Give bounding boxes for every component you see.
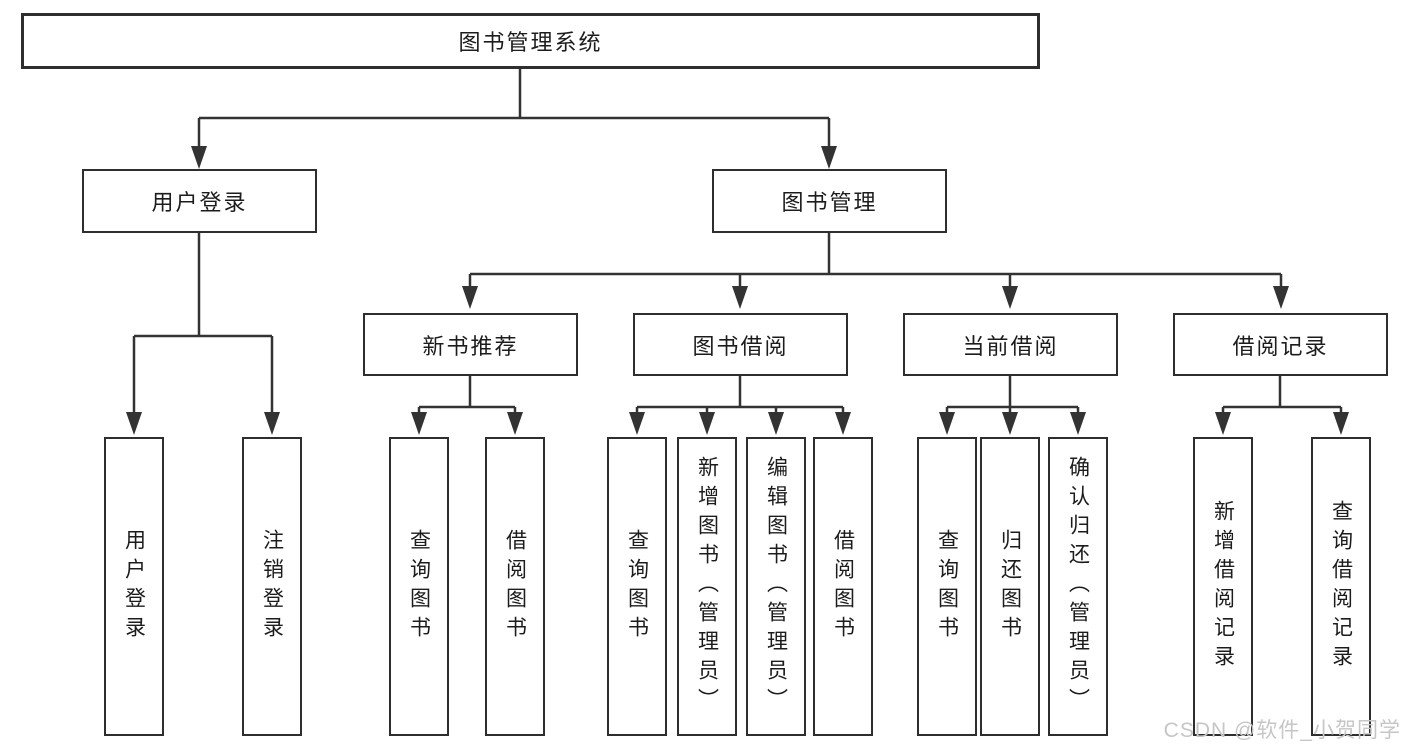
node-root-library-system: 图书管理系统 bbox=[21, 13, 1040, 69]
csdn-watermark: CSDN @软件_小贺同学 bbox=[1163, 719, 1401, 742]
leaf-return-books: 归还图书 bbox=[980, 437, 1040, 736]
leaf-borrow-books-1-label: 借阅图书 bbox=[503, 528, 527, 645]
node-borrow-records-label: 借阅记录 bbox=[1232, 333, 1329, 359]
leaf-logout: 注销登录 bbox=[242, 437, 302, 736]
leaf-add-borrow-record: 新增借阅记录 bbox=[1193, 437, 1253, 736]
node-book-management: 图书管理 bbox=[712, 169, 947, 233]
arrowheads bbox=[126, 146, 1349, 435]
leaf-add-books-admin-label: 新增图书（管理员） bbox=[695, 456, 719, 717]
leaf-add-borrow-record-label: 新增借阅记录 bbox=[1211, 499, 1235, 674]
leaf-query-books-1: 查询图书 bbox=[389, 437, 449, 736]
node-new-book-recommend: 新书推荐 bbox=[363, 313, 578, 376]
leaf-borrow-books-2: 借阅图书 bbox=[813, 437, 873, 736]
leaf-edit-books-admin-label: 编辑图书（管理员） bbox=[764, 456, 788, 717]
leaf-query-borrow-record: 查询借阅记录 bbox=[1311, 437, 1371, 736]
node-new-book-recommend-label: 新书推荐 bbox=[422, 333, 519, 359]
leaf-borrow-books-2-label: 借阅图书 bbox=[831, 528, 855, 645]
leaf-query-books-2-label: 查询图书 bbox=[625, 528, 649, 645]
node-user-login: 用户登录 bbox=[82, 169, 317, 233]
node-borrow-records: 借阅记录 bbox=[1173, 313, 1388, 376]
leaf-edit-books-admin: 编辑图书（管理员） bbox=[746, 437, 806, 736]
node-root-label: 图书管理系统 bbox=[458, 30, 603, 55]
node-book-borrow-label: 图书借阅 bbox=[692, 333, 789, 359]
leaf-logout-label: 注销登录 bbox=[260, 528, 284, 645]
leaf-query-books-3: 查询图书 bbox=[917, 437, 977, 736]
node-current-borrow: 当前借阅 bbox=[903, 313, 1118, 376]
node-book-management-label: 图书管理 bbox=[781, 190, 878, 215]
leaf-confirm-return-admin-label: 确认归还（管理员） bbox=[1066, 456, 1090, 717]
node-current-borrow-label: 当前借阅 bbox=[962, 333, 1059, 359]
leaf-query-books-2: 查询图书 bbox=[607, 437, 667, 736]
leaf-user-login: 用户登录 bbox=[104, 437, 164, 736]
leaf-query-books-1-label: 查询图书 bbox=[407, 528, 431, 645]
leaf-return-books-label: 归还图书 bbox=[998, 528, 1022, 645]
leaf-user-login-label: 用户登录 bbox=[122, 528, 146, 645]
leaf-borrow-books-1: 借阅图书 bbox=[485, 437, 545, 736]
node-book-borrow: 图书借阅 bbox=[633, 313, 848, 376]
leaf-add-books-admin: 新增图书（管理员） bbox=[677, 437, 737, 736]
leaf-query-books-3-label: 查询图书 bbox=[935, 528, 959, 645]
leaf-confirm-return-admin: 确认归还（管理员） bbox=[1048, 437, 1108, 736]
node-user-login-label: 用户登录 bbox=[151, 190, 248, 215]
leaf-query-borrow-record-label: 查询借阅记录 bbox=[1329, 499, 1353, 674]
